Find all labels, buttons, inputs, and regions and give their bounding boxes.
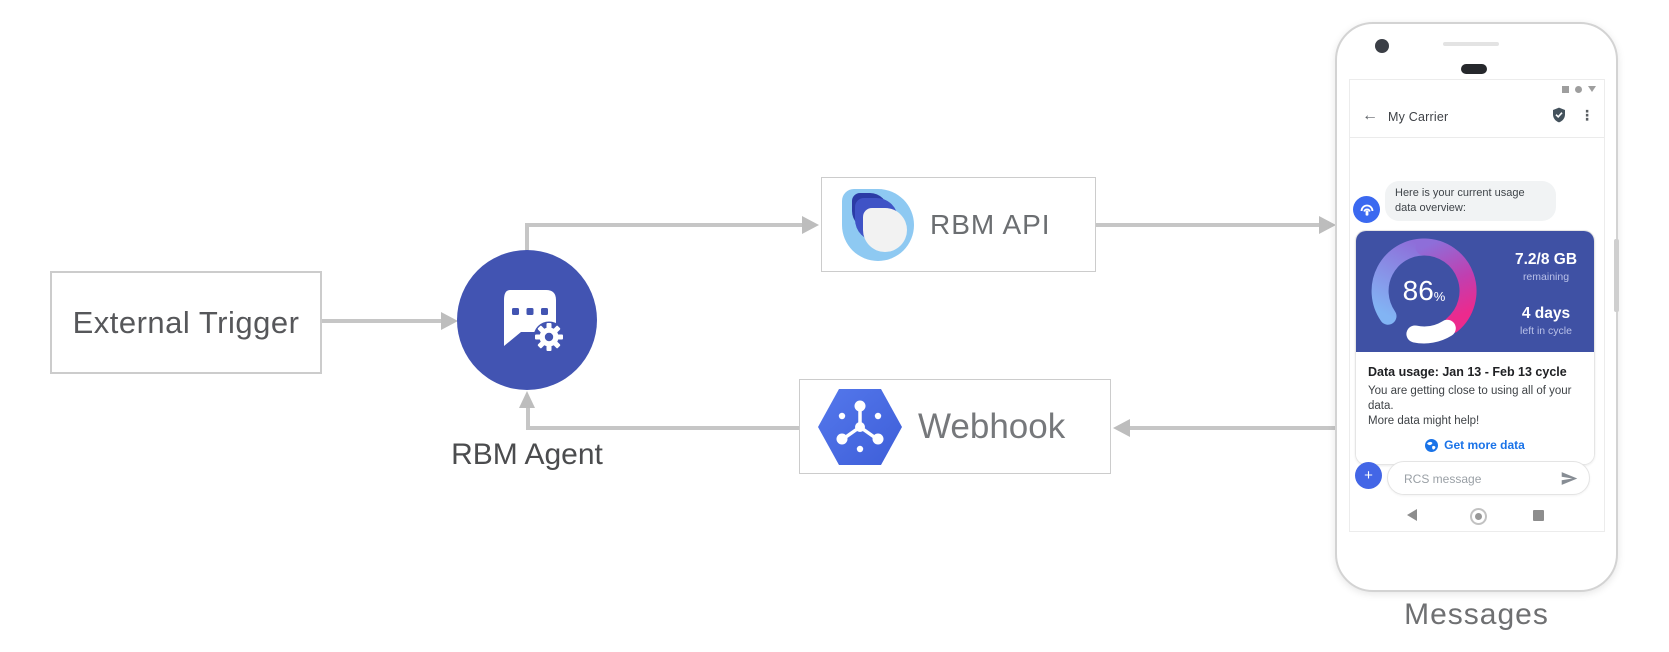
data-amount-label: remaining	[1522, 271, 1570, 283]
usage-card-body: Data usage: Jan 13 - Feb 13 cycle You ar…	[1356, 352, 1594, 464]
conversation-title: My Carrier	[1388, 110, 1449, 124]
phone-mockup: ← My Carrier ⋮ Here is your current usag…	[1335, 22, 1619, 592]
header-divider	[1350, 137, 1604, 138]
nav-home-dot	[1475, 513, 1482, 520]
pubsub-hexagon-icon	[818, 388, 902, 465]
rbm-agent-node	[457, 250, 597, 390]
message-line-2: data overview:	[1395, 202, 1466, 214]
globe-icon	[1425, 438, 1439, 452]
back-arrow-icon[interactable]: ←	[1362, 107, 1378, 124]
arrowhead-into-agent	[441, 312, 458, 330]
rbm-api-node: RBM API	[821, 177, 1096, 272]
rbm-agent-label: RBM Agent	[451, 438, 603, 471]
chat-gear-icon	[504, 290, 565, 353]
usage-gauge-panel: 86 % 7.2/8 GB remaining 4 days left in c…	[1356, 231, 1594, 352]
status-triangle-icon	[1588, 86, 1596, 92]
arrowhead-up-into-agent	[519, 391, 535, 408]
status-square-icon	[1562, 85, 1569, 93]
rbm-api-logo-icon	[842, 188, 914, 261]
antenna-icon	[1360, 204, 1373, 216]
verified-badge-icon	[1553, 107, 1565, 123]
connector-agent-to-api	[525, 223, 802, 252]
power-button	[1614, 239, 1619, 312]
nav-back-button[interactable]	[1407, 509, 1417, 521]
usage-card-heading: Data usage: Jan 13 - Feb 13 cycle	[1368, 365, 1567, 379]
days-left: 4 days	[1521, 305, 1571, 322]
connector-webhook-to-agent	[526, 407, 799, 430]
webhook-node: Webhook	[799, 379, 1111, 474]
data-amount: 7.2/8 GB	[1514, 251, 1578, 268]
message-input-pill	[1387, 461, 1590, 495]
phone-screen: ← My Carrier ⋮ Here is your current usag…	[1349, 79, 1605, 532]
agent-avatar	[1353, 196, 1380, 223]
gauge-percent: 86 %	[1371, 238, 1477, 344]
agent-message-bubble: Here is your current usage data overview…	[1385, 181, 1556, 221]
usage-gauge	[1371, 238, 1477, 344]
percent-value: 86	[1402, 275, 1434, 306]
earpiece-line	[1443, 42, 1499, 46]
overflow-menu-icon[interactable]: ⋮	[1580, 107, 1594, 123]
status-dot-icon	[1575, 85, 1582, 93]
messages-app-caption: Messages	[1404, 598, 1549, 631]
nav-home-button[interactable]	[1470, 508, 1487, 525]
arrowhead-into-phone	[1319, 216, 1336, 234]
usage-card-text-2: More data might help!	[1368, 415, 1480, 427]
usage-stats: 7.2/8 GB remaining 4 days left in cycle	[1502, 251, 1590, 337]
usage-rich-card: 86 % 7.2/8 GB remaining 4 days left in c…	[1355, 230, 1595, 465]
days-left-label: left in cycle	[1520, 325, 1572, 337]
external-trigger-label: External Trigger	[72, 304, 300, 340]
plus-icon: +	[1364, 467, 1373, 484]
get-more-data-button[interactable]: Get more data	[1368, 438, 1582, 452]
webhook-label: Webhook	[918, 406, 1066, 446]
status-bar	[1562, 85, 1596, 93]
arrowhead-into-webhook	[1113, 419, 1130, 437]
usage-card-text-1: You are getting close to using all of yo…	[1368, 385, 1572, 412]
message-line-1: Here is your current usage	[1395, 187, 1525, 199]
send-icon[interactable]	[1561, 471, 1578, 486]
external-trigger-node: External Trigger	[50, 271, 322, 374]
arrowhead-into-api	[802, 216, 819, 234]
get-more-data-label: Get more data	[1444, 438, 1525, 452]
rcs-message-input[interactable]	[1402, 464, 1546, 494]
attach-plus-button[interactable]: +	[1355, 462, 1382, 489]
conversation-header: ← My Carrier ⋮	[1350, 102, 1604, 138]
front-camera	[1375, 39, 1389, 53]
percent-unit: %	[1433, 288, 1446, 304]
rbm-api-label: RBM API	[930, 208, 1051, 240]
nav-recents-button[interactable]	[1533, 510, 1544, 521]
speaker-slot	[1461, 64, 1487, 74]
